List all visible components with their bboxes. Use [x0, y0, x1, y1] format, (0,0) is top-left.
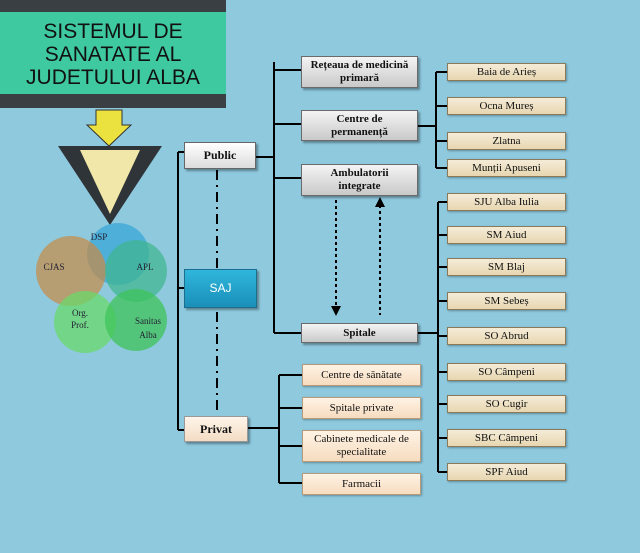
venn-label-sanitas-1: Sanitas	[135, 316, 161, 326]
leaf-spf-aiud: SPF Aiud	[447, 463, 566, 481]
node-centre-line-2: permanență	[331, 125, 388, 138]
title-line-2: SANATATE AL	[44, 43, 182, 66]
leaf-so-campeni: SO Câmpeni	[447, 363, 566, 381]
venn-circle-org	[54, 291, 116, 353]
node-ambulatorii-integrate: Ambulatorii integrate	[301, 164, 418, 196]
venn-label-sanitas-2: Alba	[139, 330, 157, 340]
funnel-inner	[80, 150, 140, 214]
leaf-so-cugir: SO Cugir	[447, 395, 566, 413]
node-cabinete-line-2: specialitate	[336, 446, 387, 458]
node-retea-line-2: primară	[339, 72, 380, 84]
leaf-sm-sebes: SM Sebeș	[447, 292, 566, 310]
leaf-ocna-mures: Ocna Mureș	[447, 97, 566, 115]
arrow-shape	[85, 109, 133, 147]
node-centre-permanenta: Centre de permanență	[301, 110, 418, 141]
leaf-sbc-campeni: SBC Câmpeni	[447, 429, 566, 447]
node-spitale: Spitale	[301, 323, 418, 343]
node-retea-line-1: Rețeaua de medicină	[310, 59, 409, 71]
node-public: Public	[184, 142, 256, 169]
leaf-baia-de-aries: Baia de Arieș	[447, 63, 566, 81]
venn-circle-cjas	[36, 236, 106, 306]
title-panel: SISTEMUL DE SANATATE AL JUDETULUI ALBA	[0, 12, 226, 94]
leaf-zlatna: Zlatna	[447, 132, 566, 150]
node-privat: Privat	[184, 416, 248, 442]
node-amb-line-2: integrate	[338, 180, 381, 192]
leaf-sm-blaj: SM Blaj	[447, 258, 566, 276]
node-spitale-private: Spitale private	[302, 397, 421, 419]
title-band: SISTEMUL DE SANATATE AL JUDETULUI ALBA	[0, 0, 226, 108]
node-amb-line-1: Ambulatorii	[330, 167, 389, 179]
venn-label-org-1: Org.	[71, 308, 89, 318]
venn-circle-sanitas	[105, 289, 167, 351]
venn-circle-apl	[105, 240, 167, 302]
node-farmacii: Farmacii	[302, 473, 421, 495]
node-cabinete-line-1: Cabinete medicale de	[314, 433, 409, 445]
venn-label-org-2: Prof.	[71, 320, 89, 330]
title-line-3: JUDETULUI ALBA	[26, 66, 200, 89]
venn-label-dsp: DSP	[90, 232, 108, 242]
leaf-muntii-apuseni: Munții Apuseni	[447, 159, 566, 177]
node-cabinete-medicale: Cabinete medicale de specialitate	[302, 430, 421, 462]
node-saj: SAJ	[184, 269, 257, 308]
node-centre-sanatate: Centre de sănătate	[302, 364, 421, 386]
leaf-sm-aiud: SM Aiud	[447, 226, 566, 244]
venn-label-cjas: CJAS	[43, 262, 65, 272]
node-retea-medicina-primara: Rețeaua de medicină primară	[301, 56, 418, 88]
leaf-sju-alba-iulia: SJU Alba Iulia	[447, 193, 566, 211]
node-centre-line-1: Centre de	[336, 112, 383, 125]
leaf-so-abrud: SO Abrud	[447, 327, 566, 345]
title-line-1: SISTEMUL DE	[43, 20, 183, 43]
venn-label-apl: APL	[136, 262, 154, 272]
